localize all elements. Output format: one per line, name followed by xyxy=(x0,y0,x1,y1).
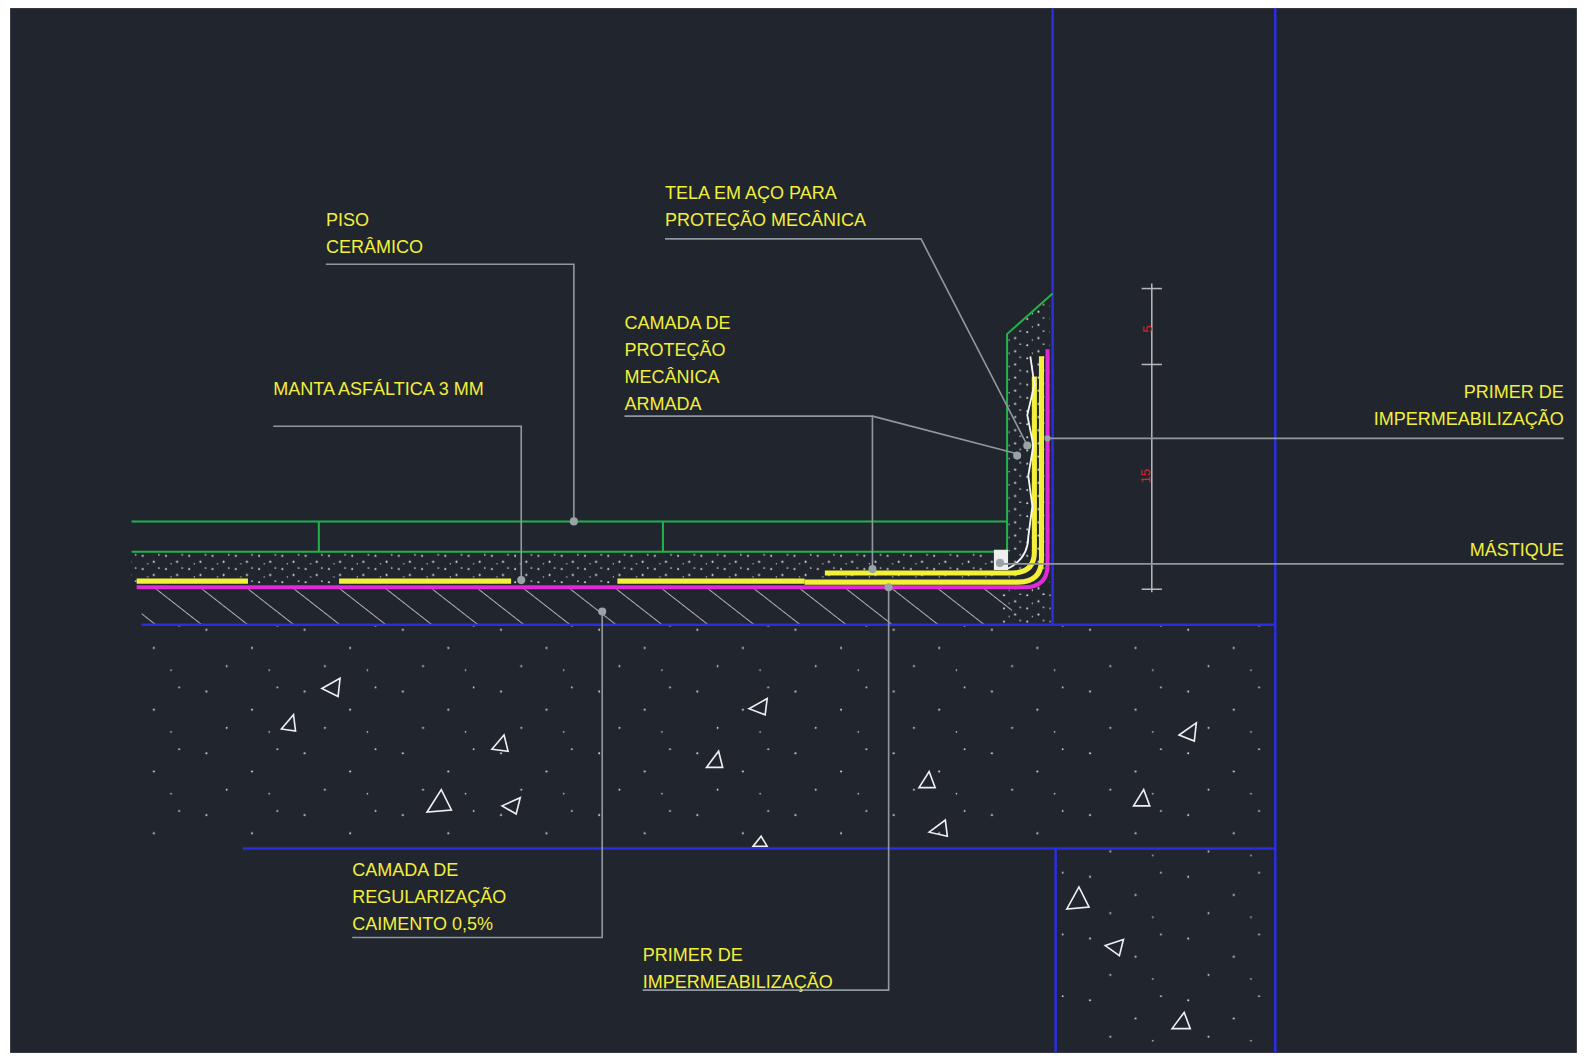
label-text: PISO CERÂMICO xyxy=(326,207,458,261)
label-text: PRIMER DE IMPERMEABILIZAÇÃO xyxy=(643,942,891,996)
label-text: MÁSTIQUE xyxy=(1402,537,1564,564)
label-text: CAMADA DE PROTEÇÃO MECÂNICA ARMADA xyxy=(624,310,766,418)
dimension-value: 5 xyxy=(1141,319,1155,339)
label-text: MANTA ASFÁLTICA 3 MM xyxy=(273,376,486,403)
label-text: PRIMER DE IMPERMEABILIZAÇÃO xyxy=(1316,379,1564,433)
label-text: TELA EM AÇO PARA PROTEÇÃO MECÂNICA xyxy=(665,180,918,234)
label-text: CAMADA DE REGULARIZAÇÃO CAIMENTO 0,5% xyxy=(352,857,539,938)
dimension-value: 15 xyxy=(1139,464,1153,488)
